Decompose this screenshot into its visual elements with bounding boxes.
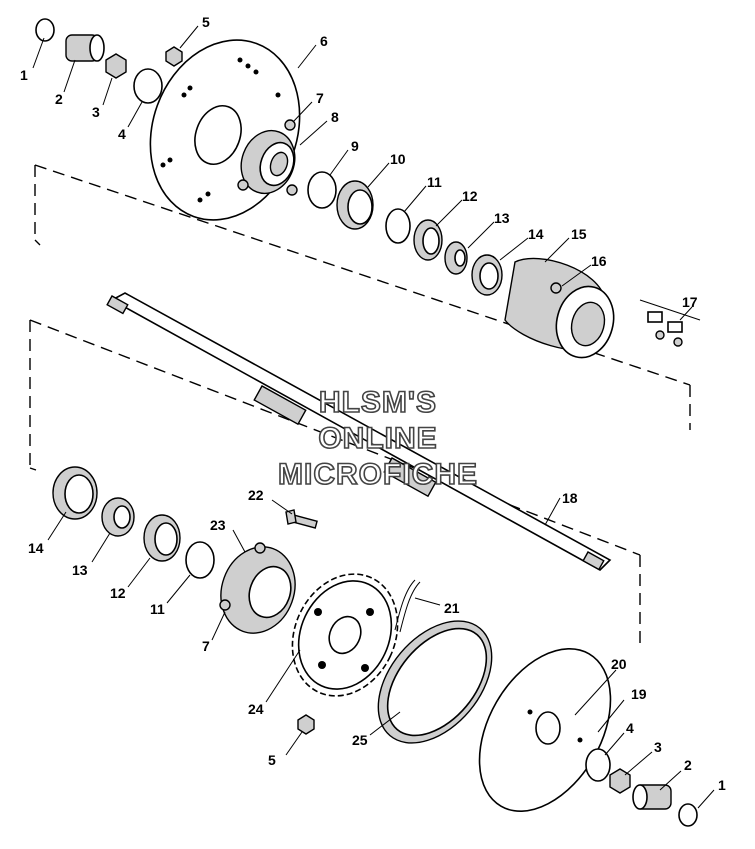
callout-12-bottom: 12 (110, 585, 126, 601)
callout-16: 16 (591, 253, 607, 269)
watermark-line-3: MICROFICHE (278, 458, 478, 491)
callout-2-bottom: 2 (684, 757, 692, 773)
top-assembly (35, 18, 701, 359)
callout-8: 8 (331, 109, 339, 125)
axle-part-18 (106, 292, 612, 571)
callout-4-bottom: 4 (626, 720, 634, 736)
callout-14: 14 (528, 226, 544, 242)
callout-1: 1 (20, 67, 28, 83)
callout-11: 11 (427, 174, 442, 190)
callout-13: 13 (494, 210, 510, 226)
fitting-part-16 (550, 282, 562, 294)
callout-1-bottom: 1 (718, 777, 726, 793)
hub-part-8 (240, 129, 296, 195)
race-part-12-bottom (143, 514, 181, 562)
callout-25: 25 (352, 732, 368, 748)
callout-24: 24 (248, 701, 264, 717)
roller-bearing-part-13-bottom (101, 497, 135, 537)
callout-20: 20 (611, 656, 627, 672)
callout-3-bottom: 3 (654, 739, 662, 755)
race-part-12 (413, 219, 443, 261)
bushing-part-2-bottom (632, 784, 672, 810)
callout-19: 19 (631, 686, 647, 702)
ring-part-11 (385, 208, 411, 244)
washer-part-4 (133, 68, 163, 104)
brake-disc-part-6 (149, 39, 301, 221)
callout-14-bottom: 14 (28, 540, 44, 556)
callout-23: 23 (210, 517, 226, 533)
watermark-line-2: ONLINE (318, 422, 437, 455)
nut-part-3-bottom (609, 768, 631, 794)
washer-part-4-bottom (585, 748, 611, 782)
bearing-carrier-part-15 (504, 257, 615, 359)
bushing-part-2 (65, 34, 105, 62)
callout-18: 18 (562, 490, 578, 506)
callout-11-bottom: 11 (150, 601, 165, 617)
callout-5-bottom: 5 (268, 752, 276, 768)
snap-ring-part-1-bottom (678, 803, 698, 827)
callout-7: 7 (316, 90, 324, 106)
callout-7-bottom: 7 (202, 638, 210, 654)
callout-15: 15 (571, 226, 587, 242)
race-part-14-bottom (52, 466, 98, 520)
leader-lines (32, 25, 715, 809)
snap-ring-part-1 (35, 18, 55, 42)
callout-13-bottom: 13 (72, 562, 88, 578)
callout-22: 22 (248, 487, 264, 503)
nut-part-5-bottom (297, 714, 315, 735)
callout-labels: 1 2 3 4 5 6 7 8 9 10 11 12 13 14 15 16 1… (20, 14, 726, 793)
race-part-14-top (471, 254, 503, 296)
callout-2: 2 (55, 91, 63, 107)
callout-12: 12 (462, 188, 478, 204)
callout-17: 17 (682, 294, 698, 310)
clip-set-part-17 (639, 299, 701, 347)
assembly-guide-lines (29, 164, 691, 650)
callout-5: 5 (202, 14, 210, 30)
sprocket-hub-part-23 (219, 542, 296, 634)
nut-part-5 (165, 46, 183, 67)
callout-21: 21 (444, 600, 460, 616)
ring-part-11-bottom (185, 541, 215, 579)
wire-part-21 (394, 579, 421, 633)
callout-4: 4 (118, 126, 126, 142)
sprocket-part-24 (291, 573, 399, 697)
callout-10: 10 (390, 151, 406, 167)
callout-6: 6 (320, 33, 328, 49)
roller-bearing-part-13 (444, 241, 468, 275)
stud-part-7 (237, 119, 298, 196)
watermark-line-1: HLSM'S (319, 386, 437, 419)
brake-ring-part-25 (377, 620, 493, 744)
ring-part-9 (307, 171, 337, 209)
bottom-assembly (52, 466, 698, 827)
nut-part-3 (105, 53, 127, 79)
bearing-part-10 (336, 180, 374, 230)
callout-9: 9 (351, 138, 359, 154)
callout-3: 3 (92, 104, 100, 120)
bolt-part-22 (285, 509, 318, 529)
watermark: HLSM'S ONLINE MICROFICHE (277, 385, 478, 492)
